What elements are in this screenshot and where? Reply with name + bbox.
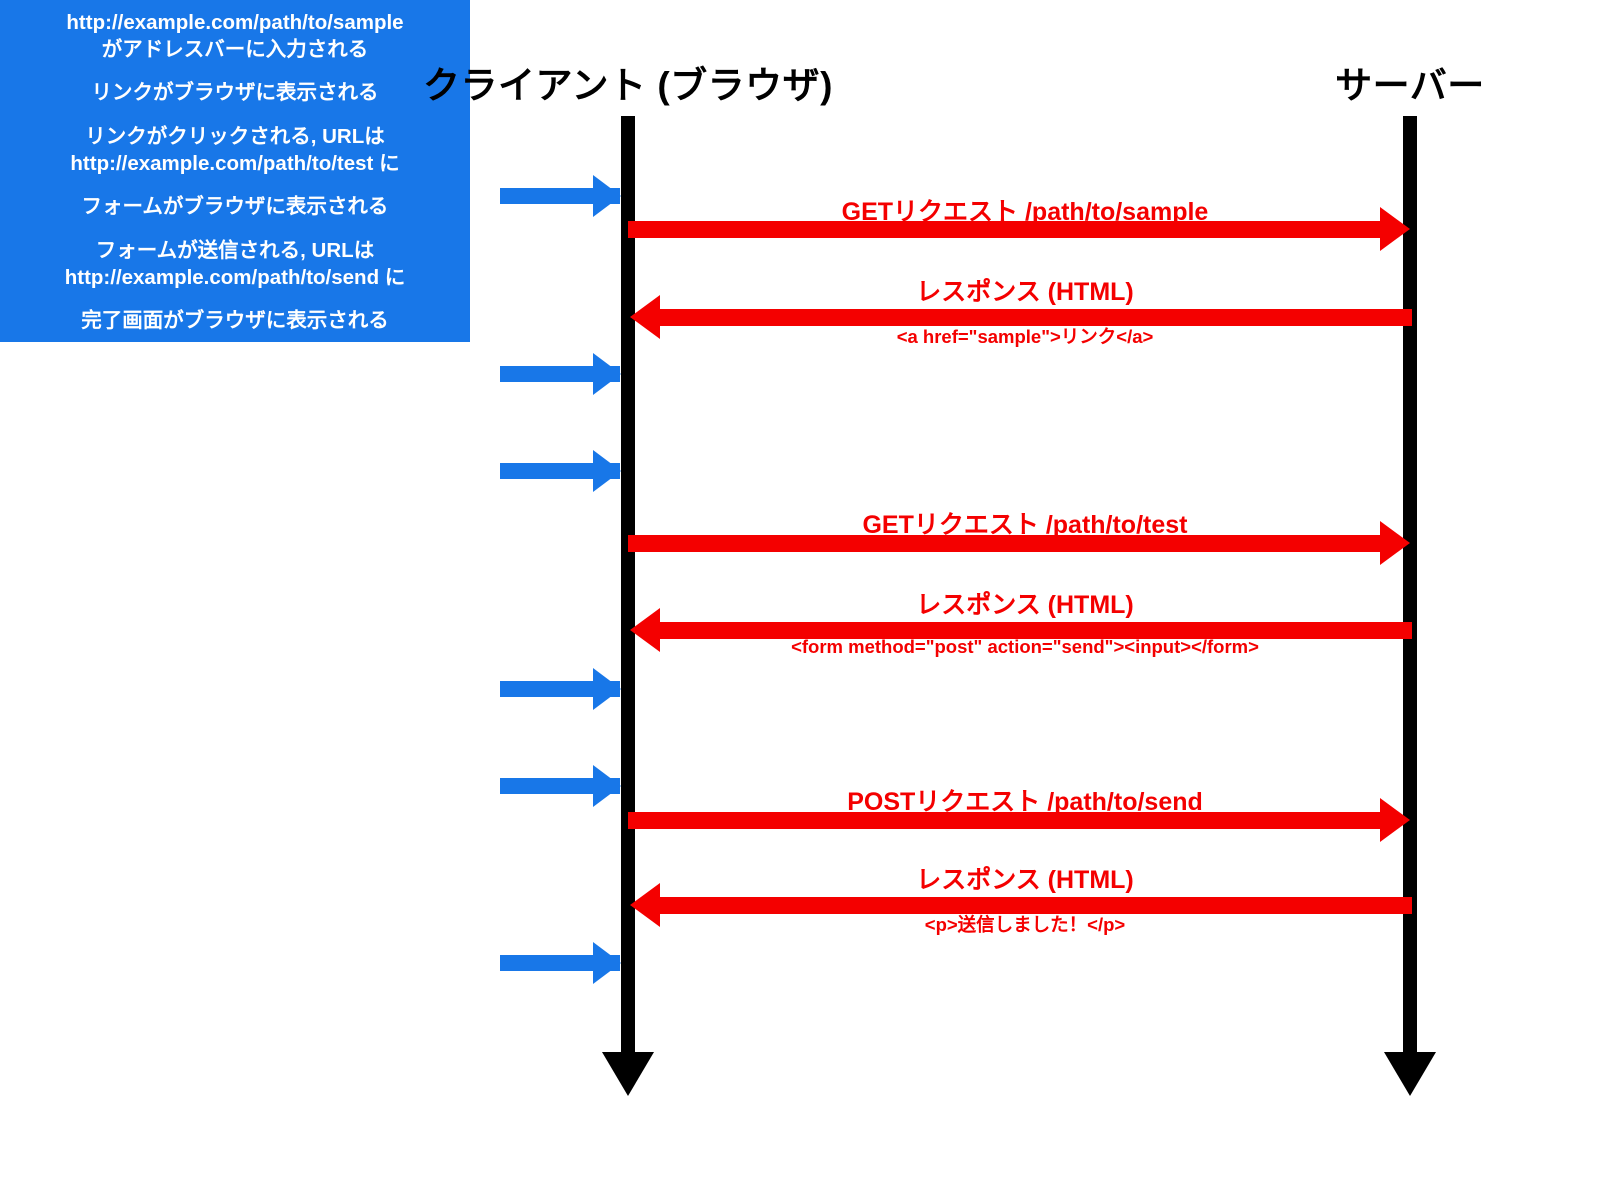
note-url-entered[interactable]: http://example.com/path/to/sample がアドレスバ… [0, 0, 470, 72]
message-payload-response-link: <a href="sample">リンク</a> [896, 326, 1154, 347]
lifeline-client-arrowhead [602, 1052, 654, 1096]
note-line: http://example.com/path/to/send に [64, 266, 406, 289]
note-line: http://example.com/path/to/test に [70, 152, 400, 175]
message-arrowhead-get-sample [1380, 207, 1410, 251]
message-arrowhead-get-test [1380, 521, 1410, 565]
note-form-submitted[interactable]: フォームが送信される, URLは http://example.com/path… [0, 228, 470, 300]
note-arrowhead-form-displayed [593, 668, 621, 710]
note-link-displayed[interactable]: リンクがブラウザに表示される [0, 72, 470, 114]
note-line: http://example.com/path/to/sample [66, 10, 404, 34]
message-label-response-done: レスポンス (HTML) [916, 866, 1134, 894]
note-line: フォームがブラウザに表示される [81, 195, 389, 219]
message-label-response-link: レスポンス (HTML) [916, 278, 1134, 306]
message-payload-response-form: <form method="post" action="send"><input… [791, 636, 1259, 657]
message-arrowhead-response-link [630, 295, 660, 339]
lifeline-label-client: クライアント (ブラウザ) [423, 65, 833, 106]
lifeline-server-arrowhead [1384, 1052, 1436, 1096]
note-shaft-form-submitted [500, 778, 620, 794]
note-shaft-link-clicked [500, 463, 620, 479]
note-line: フォームが送信される, URLは [95, 238, 375, 262]
note-arrowhead-link-displayed [593, 353, 621, 395]
message-arrowhead-response-done [630, 883, 660, 927]
note-arrowhead-complete-displayed [593, 942, 621, 984]
message-label-post-send: POSTリクエスト /path/to/send [847, 788, 1203, 816]
message-arrowhead-response-form [630, 608, 660, 652]
note-link-clicked[interactable]: リンクがクリックされる, URLは http://example.com/pat… [0, 114, 470, 186]
message-shaft-get-sample [628, 221, 1380, 238]
message-shaft-post-send [628, 812, 1380, 829]
note-line: 完了画面がブラウザに表示される [81, 309, 389, 333]
note-shaft-complete-displayed [500, 955, 620, 971]
note-line: リンクがクリックされる, URLは [85, 124, 385, 148]
note-complete-displayed[interactable]: 完了画面がブラウザに表示される [0, 300, 470, 342]
message-shaft-response-link [660, 309, 1412, 326]
message-label-response-form: レスポンス (HTML) [916, 591, 1134, 619]
note-shaft-url-entered [500, 188, 620, 204]
note-arrowhead-link-clicked [593, 450, 621, 492]
message-shaft-response-done [660, 897, 1412, 914]
lifeline-label-server: サーバー [1335, 65, 1485, 106]
note-line: リンクがブラウザに表示される [91, 81, 379, 105]
message-shaft-response-form [660, 622, 1412, 639]
note-form-displayed[interactable]: フォームがブラウザに表示される [0, 186, 470, 228]
note-shaft-link-displayed [500, 366, 620, 382]
note-shaft-form-displayed [500, 681, 620, 697]
message-shaft-get-test [628, 535, 1380, 552]
note-line: がアドレスバーに入力される [101, 38, 369, 61]
message-arrowhead-post-send [1380, 798, 1410, 842]
note-arrowhead-form-submitted [593, 765, 621, 807]
message-label-get-test: GETリクエスト /path/to/test [862, 511, 1188, 539]
note-arrowhead-url-entered [593, 175, 621, 217]
message-payload-response-done: <p>送信しました！</p> [924, 914, 1126, 935]
